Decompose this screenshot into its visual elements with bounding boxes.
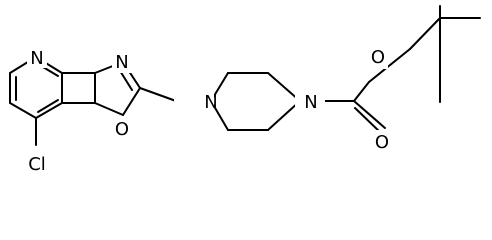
bond (9, 102, 37, 119)
bond (139, 87, 177, 102)
structure-canvas: N N O N N O O Cl (9, 5, 481, 175)
bond (94, 102, 124, 116)
bond (37, 99, 59, 113)
pyridine-nitrogen-label: N (30, 48, 43, 69)
carbonyl-oxygen-label: O (375, 132, 389, 153)
bond (267, 100, 301, 131)
bond (353, 100, 386, 129)
molecule-diagram: N N O N N O O Cl (9, 5, 481, 175)
bond (368, 48, 411, 83)
bond (35, 102, 63, 119)
ester-oxygen-label: O (371, 47, 385, 68)
piperazine-nitrogen-1-label: N (204, 92, 217, 113)
bonds (9, 5, 481, 146)
oxazole-oxygen-label: O (115, 119, 129, 140)
oxazole-nitrogen-label: N (115, 52, 128, 73)
piperazine-nitrogen-4-label: N (304, 92, 317, 113)
bond (354, 107, 382, 134)
chlorine-label: Cl (28, 154, 46, 175)
bond (122, 87, 141, 116)
bond (353, 81, 370, 102)
bond (267, 72, 301, 102)
bond (409, 17, 441, 50)
atom-labels: N N O N N O O Cl (20, 45, 392, 175)
